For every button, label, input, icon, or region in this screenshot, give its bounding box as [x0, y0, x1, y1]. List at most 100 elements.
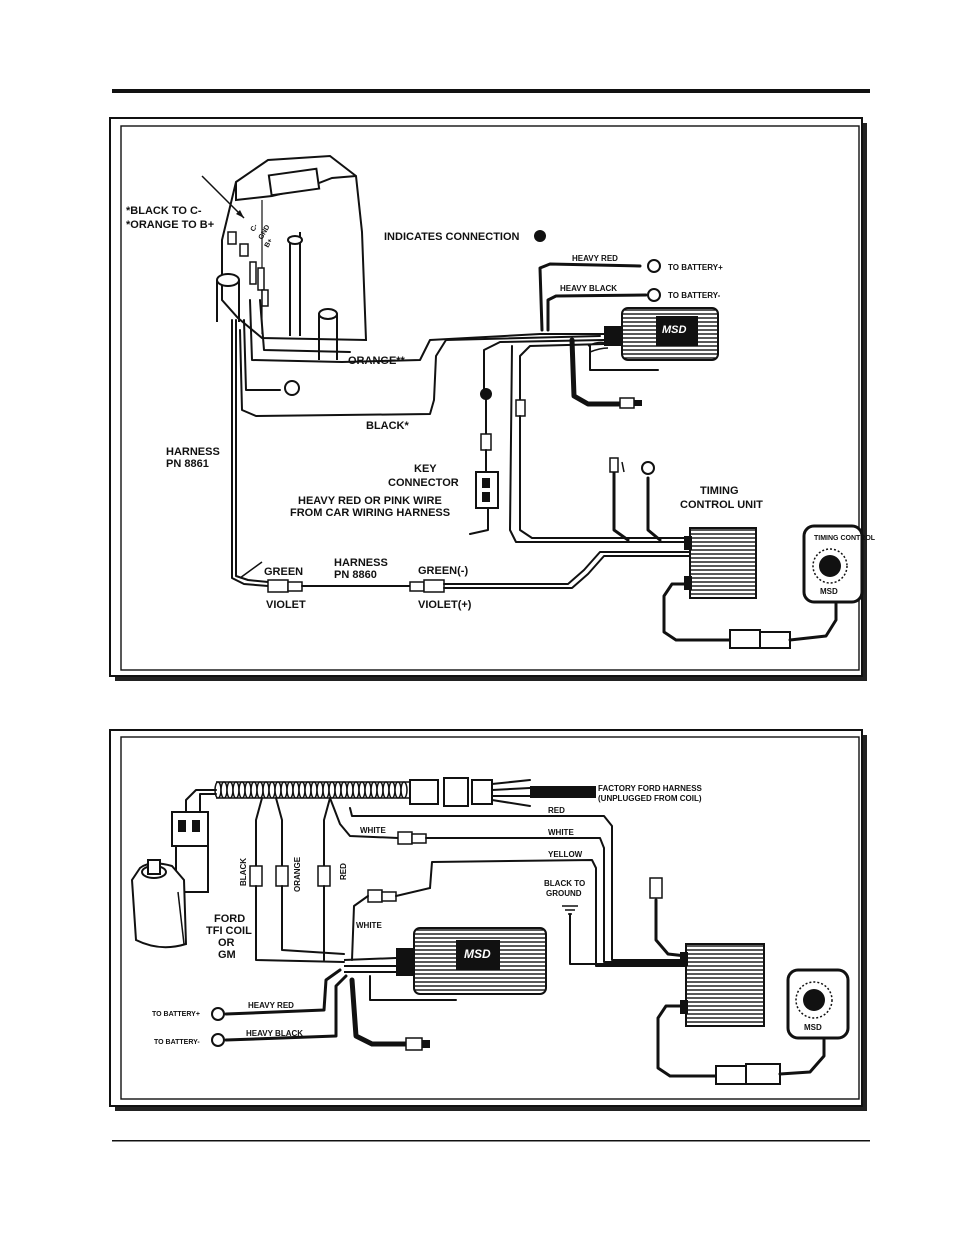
harness-coil-loop — [220, 781, 228, 799]
harness-8861-label-line2: PN 8861 — [166, 458, 209, 470]
timing-control-unit-2 — [680, 943, 765, 1027]
violet-pos-label: VIOLET(+) — [418, 599, 472, 611]
harness-coil-loop — [280, 781, 288, 799]
heavy-red-label-2: HEAVY RED — [248, 1001, 294, 1010]
green-neg-label: GREEN(-) — [418, 565, 468, 577]
black-label: BLACK* — [366, 420, 409, 432]
harness-8860-label-line1: HARNESS — [334, 557, 388, 569]
black-to-ground-label-line1: BLACK TO — [544, 879, 585, 888]
to-battery-pos-label-2: TO BATTERY+ — [152, 1011, 200, 1018]
harness-coil-loop — [334, 781, 342, 799]
harness-coil-loop — [292, 781, 300, 799]
harness-coil-loop — [304, 781, 312, 799]
harness-coil-loop — [352, 781, 360, 799]
factory-ford-label-line1: FACTORY FORD HARNESS — [598, 784, 703, 793]
pointer-arrow — [201, 175, 245, 219]
orange-vertical-label: ORANGE — [293, 856, 302, 892]
harness-coil-loop — [274, 781, 282, 799]
white-top-label: WHITE — [360, 826, 386, 835]
harness-coil-loop — [226, 781, 234, 799]
ford-label-line1: FORD — [214, 913, 245, 925]
connection-dot-legend — [534, 230, 546, 242]
battery-pos-ring-terminal-2 — [211, 1007, 225, 1021]
battery-neg-ring-terminal — [647, 288, 661, 302]
harness-coil-loop — [322, 781, 330, 799]
timing-control-label-line1: TIMING — [700, 485, 739, 497]
key-connector — [475, 471, 499, 509]
hei-distributor — [216, 154, 368, 360]
white-lower-label: WHITE — [356, 921, 382, 930]
ford-label-line4: GM — [218, 949, 236, 961]
orange-to-b-label: *ORANGE TO B+ — [126, 219, 214, 231]
green-label: GREEN — [264, 566, 303, 578]
black-to-c-label: *BLACK TO C- — [126, 205, 202, 217]
yellow-label: YELLOW — [548, 850, 583, 859]
coil-terminal-c-label: C- — [250, 223, 260, 233]
heavy-red-label: HEAVY RED — [572, 254, 618, 263]
harness-coil-loop — [310, 781, 318, 799]
black-to-ground-label-line2: GROUND — [546, 889, 582, 898]
red-label: RED — [548, 806, 565, 815]
harness-coil-loop — [358, 781, 366, 799]
msd-ignition-box-2: MSD — [343, 927, 547, 995]
orange-label: ORANGE** — [348, 355, 406, 367]
harness-coil-loop — [388, 781, 396, 799]
to-battery-neg-label: TO BATTERY- — [668, 291, 721, 300]
battery-pos-ring-terminal — [647, 259, 661, 273]
timing-control-unit — [684, 527, 757, 599]
harness-coil-loop — [346, 781, 354, 799]
timing-control-label-line2: CONTROL UNIT — [680, 499, 763, 511]
timing-dial-brand: MSD — [820, 587, 838, 596]
harness-coil-loop — [232, 781, 240, 799]
harness-coil-loop — [382, 781, 390, 799]
red-vertical-label: RED — [339, 863, 348, 880]
heavy-red-pink-label-line2: FROM CAR WIRING HARNESS — [290, 507, 450, 519]
harness-coil-loop — [328, 781, 336, 799]
harness-coil-loop — [394, 781, 402, 799]
harness-coil-loop — [286, 781, 294, 799]
diagram-hei-distributor: C- GND B+ *BLACK TO C- *ORANGE TO B+ IND… — [109, 117, 876, 681]
timing-control-dial-2: MSD — [786, 968, 850, 1040]
harness-8861-label-line1: HARNESS — [166, 446, 220, 458]
timing-control-dial: TIMING CONTROL MSD — [802, 524, 876, 604]
ford-label-line3: OR — [218, 937, 235, 949]
coil-terminal-b-label: B+ — [264, 238, 275, 249]
violet-label: VIOLET — [266, 599, 306, 611]
ford-tfi-coil — [130, 811, 209, 949]
indicates-connection-label: INDICATES CONNECTION — [384, 231, 520, 243]
heavy-black-label-2: HEAVY BLACK — [246, 1029, 303, 1038]
harness-coil-loop — [256, 781, 264, 799]
harness-coil-loop — [364, 781, 372, 799]
harness-8860-label-line2: PN 8860 — [334, 569, 377, 581]
harness-coil-loop — [316, 781, 324, 799]
harness-coil-loop — [340, 781, 348, 799]
factory-ford-label-line2: (UNPLUGGED FROM COIL) — [598, 794, 702, 803]
harness-coil-loop — [400, 781, 408, 799]
to-battery-neg-label-2: TO BATTERY- — [154, 1039, 200, 1046]
battery-neg-ring-terminal-2 — [211, 1033, 225, 1047]
footer-rule — [112, 1140, 870, 1142]
timing-dial-brand-2: MSD — [804, 1023, 822, 1032]
msd-logo-2: MSD — [464, 947, 491, 961]
black-vertical-label: BLACK — [239, 858, 248, 886]
key-connector-label-line2: CONNECTOR — [388, 477, 459, 489]
harness-coil-loop — [244, 781, 252, 799]
coiled-harness — [214, 781, 410, 799]
ford-label-line2: TFI COIL — [206, 925, 252, 937]
diagram-ford-tfi: FACTORY FORD HARNESS (UNPLUGGED FROM COI… — [109, 729, 867, 1111]
heavy-red-pink-label-line1: HEAVY RED OR PINK WIRE — [298, 495, 442, 507]
timing-control-dial-label: TIMING CONTROL — [814, 535, 876, 542]
harness-coil-loop — [376, 781, 384, 799]
harness-coil-loop — [370, 781, 378, 799]
heavy-black-label: HEAVY BLACK — [560, 284, 617, 293]
harness-coil-loop — [268, 781, 276, 799]
harness-coil-loop — [238, 781, 246, 799]
harness-coil-loop — [262, 781, 270, 799]
harness-coil-loop — [250, 781, 258, 799]
to-battery-pos-label: TO BATTERY+ — [668, 263, 723, 272]
white-right-label: WHITE — [548, 828, 574, 837]
msd-ignition-box: MSD — [587, 307, 719, 361]
header-rule — [112, 89, 870, 93]
harness-coil-loop — [298, 781, 306, 799]
